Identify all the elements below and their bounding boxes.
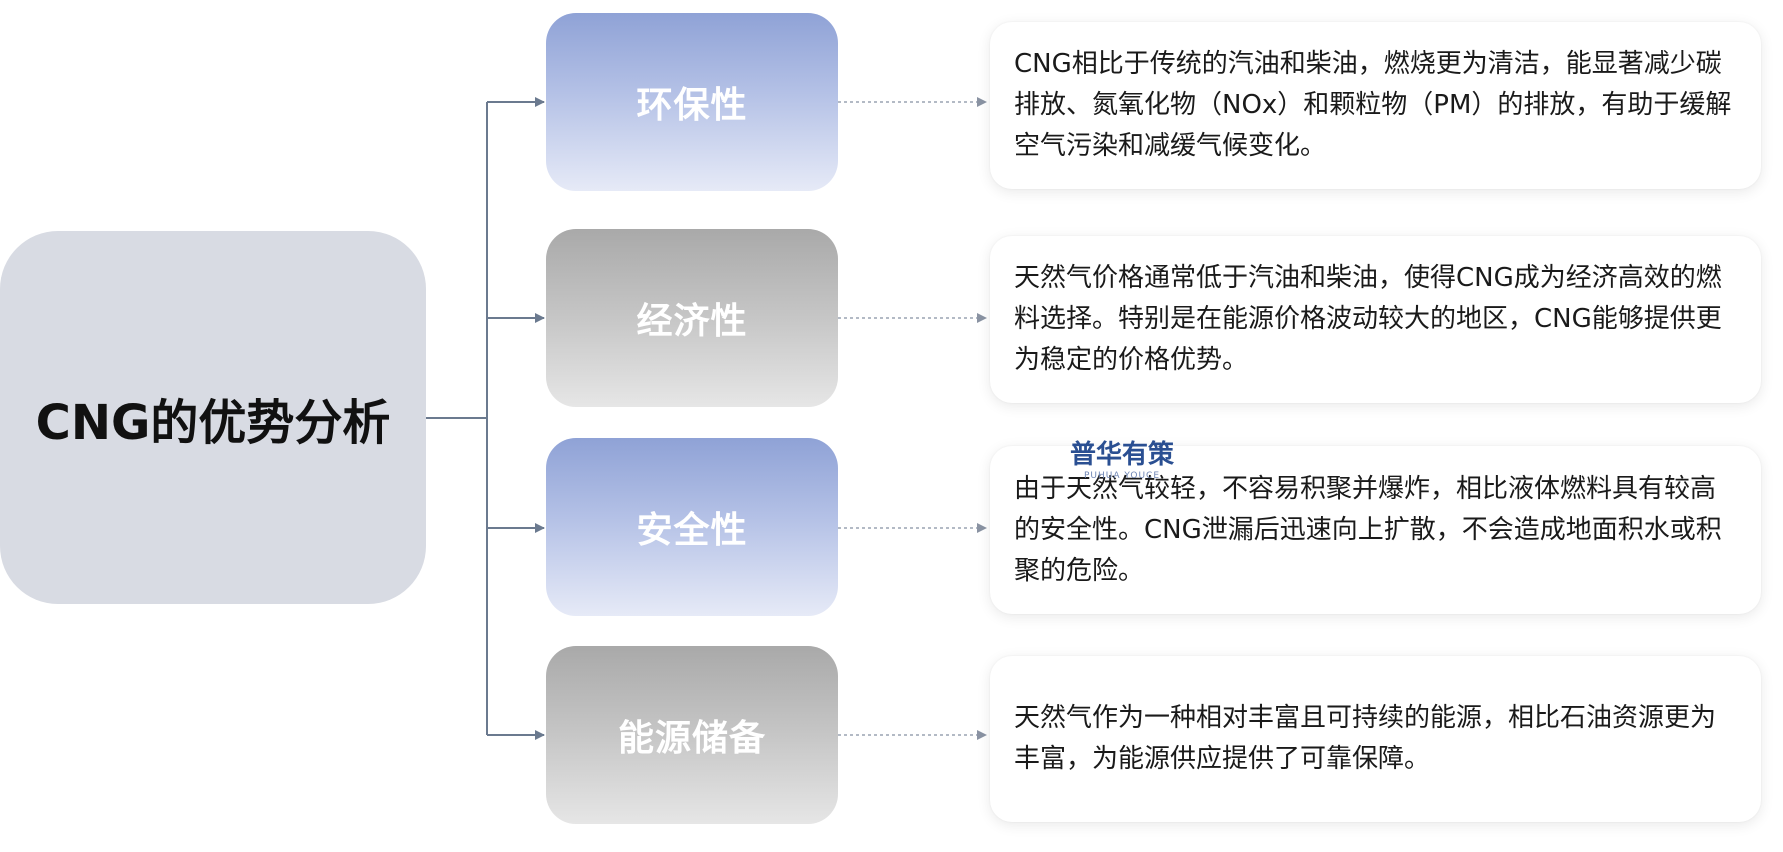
description-text: CNG相比于传统的汽油和柴油，燃烧更为清洁，能显著减少碳排放、氮氧化物（NOx）… — [1014, 49, 1732, 161]
category-label: 能源储备 — [617, 718, 766, 759]
category-label: 安全性 — [636, 510, 748, 551]
category-node-environmental: 环保性 — [546, 13, 838, 191]
description-text: 天然气作为一种相对丰富且可持续的能源，相比石油资源更为丰富，为能源供应提供了可靠… — [1014, 703, 1717, 774]
category-node-safety: 安全性 — [546, 438, 838, 616]
watermark-logo: 普华有策 PUHUA YOUCE — [1067, 440, 1177, 482]
root-title: CNG的优势分析 — [35, 394, 391, 451]
description-card-safety: 由于天然气较轻，不容易积聚并爆炸，相比液体燃料具有较高的安全性。CNG泄漏后迅速… — [990, 446, 1761, 614]
category-node-economic: 经济性 — [546, 229, 838, 407]
category-label: 经济性 — [636, 301, 748, 342]
watermark-subtitle: PUHUA YOUCE — [1083, 471, 1161, 481]
root-node: CNG的优势分析 — [0, 231, 426, 604]
description-text: 天然气价格通常低于汽油和柴油，使得CNG成为经济高效的燃料选择。特别是在能源价格… — [1014, 263, 1722, 375]
description-text: 由于天然气较轻，不容易积聚并爆炸，相比液体燃料具有较高的安全性。CNG泄漏后迅速… — [1014, 473, 1722, 586]
description-card-environmental: CNG相比于传统的汽油和柴油，燃烧更为清洁，能显著减少碳排放、氮氧化物（NOx）… — [990, 22, 1761, 189]
category-node-energy-reserve: 能源储备 — [546, 646, 838, 824]
description-card-energy-reserve: 天然气作为一种相对丰富且可持续的能源，相比石油资源更为丰富，为能源供应提供了可靠… — [990, 656, 1761, 822]
category-label: 环保性 — [636, 85, 748, 126]
description-card-economic: 天然气价格通常低于汽油和柴油，使得CNG成为经济高效的燃料选择。特别是在能源价格… — [990, 236, 1761, 403]
watermark-title: 普华有策 — [1069, 440, 1174, 470]
